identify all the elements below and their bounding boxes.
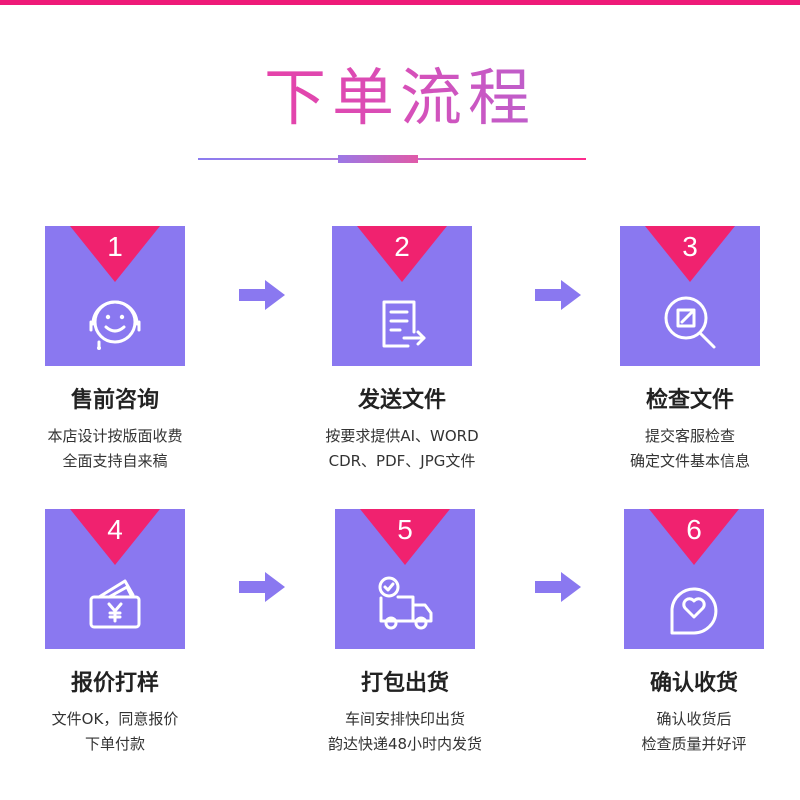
step-4-badge (70, 509, 160, 565)
step-3-number: 3 (682, 231, 698, 262)
step-2-desc: 按要求提供AI、WORD CDR、PDF、JPG文件 (287, 424, 517, 474)
step-4-box: 4 (45, 509, 185, 649)
step-1: 1 售前咨询 本店设计按版面收费 全面支持自来稿 (0, 226, 230, 474)
arrow-right-icon (239, 280, 285, 310)
step-5-desc-line-1: 车间安排快印出货 (344, 710, 465, 728)
step-2: 2 发送文件 按要求提供AI、WORD CDR、PDF、JPG文件 (287, 226, 517, 474)
step-3-desc-line-1: 提交客服检查 (644, 427, 735, 445)
step-6-desc-line-1: 确认收货后 (656, 710, 732, 728)
step-1-badge (70, 226, 160, 282)
step-5-box: 5 (335, 509, 475, 649)
top-accent-bar (0, 0, 800, 5)
step-4-desc-line-1: 文件OK，同意报价 (51, 710, 179, 728)
step-4: 4 报价打样 文件OK，同意报价 下单付款 (0, 509, 230, 757)
step-6-number: 6 (686, 514, 702, 545)
step-5-badge (360, 509, 450, 565)
step-1-desc: 本店设计按版面收费 全面支持自来稿 (0, 424, 230, 474)
step-2-desc-line-1: 按要求提供AI、WORD (325, 427, 479, 445)
smile-headset-icon (89, 300, 141, 350)
step-3-badge (645, 226, 735, 282)
step-3-title: 检查文件 (645, 388, 734, 413)
step-6-desc-line-2: 检查质量并好评 (641, 735, 747, 753)
search-document-icon (664, 296, 716, 349)
step-1-box: 1 (45, 226, 185, 366)
step-6: 6 确认收货 确认收货后 检查质量并好评 (579, 509, 800, 757)
step-1-desc-line-2: 全面支持自来稿 (62, 452, 168, 470)
step-5-number: 5 (397, 514, 413, 545)
page-title: 下单流程 (0, 58, 800, 138)
arrow-right-icon (535, 280, 581, 310)
step-4-title: 报价打样 (70, 671, 159, 696)
step-6-desc: 确认收货后 检查质量并好评 (579, 707, 800, 757)
step-6-box: 6 (624, 509, 764, 649)
arrow-right-icon (239, 572, 285, 602)
document-send-icon (382, 300, 426, 348)
step-4-desc-line-2: 下单付款 (84, 735, 145, 753)
step-6-title: 确认收货 (649, 671, 738, 696)
step-1-title: 售前咨询 (70, 388, 159, 413)
step-3: 3 检查文件 提交客服检查 确定文件基本信息 (575, 226, 800, 474)
arrow-right-icon (535, 572, 581, 602)
yen-wallet-icon (89, 579, 141, 629)
step-5-desc: 车间安排快印出货 韵达快递48小时内发货 (290, 707, 520, 757)
step-3-desc: 提交客服检查 确定文件基本信息 (575, 424, 800, 474)
step-5-title: 打包出货 (360, 671, 449, 696)
delivery-truck-icon (378, 576, 433, 630)
step-1-number: 1 (107, 231, 123, 262)
step-3-box: 3 (620, 226, 760, 366)
step-3-desc-line-2: 确定文件基本信息 (629, 452, 750, 470)
step-5-desc-line-2: 韵达快递48小时内发货 (327, 735, 483, 753)
step-2-number: 2 (394, 231, 410, 262)
heart-bubble-icon (670, 587, 718, 635)
step-5: 5 打包出货 车间安排快印出货 韵达快递48小时内发货 (290, 509, 520, 757)
step-2-desc-line-2: CDR、PDF、JPG文件 (328, 452, 476, 470)
step-4-desc: 文件OK，同意报价 下单付款 (0, 707, 230, 757)
step-2-box: 2 (332, 226, 472, 366)
step-4-number: 4 (107, 514, 123, 545)
step-2-title: 发送文件 (357, 388, 446, 413)
step-1-desc-line-1: 本店设计按版面收费 (47, 427, 183, 445)
title-underline-center (338, 155, 418, 163)
step-2-badge (357, 226, 447, 282)
step-6-badge (649, 509, 739, 565)
